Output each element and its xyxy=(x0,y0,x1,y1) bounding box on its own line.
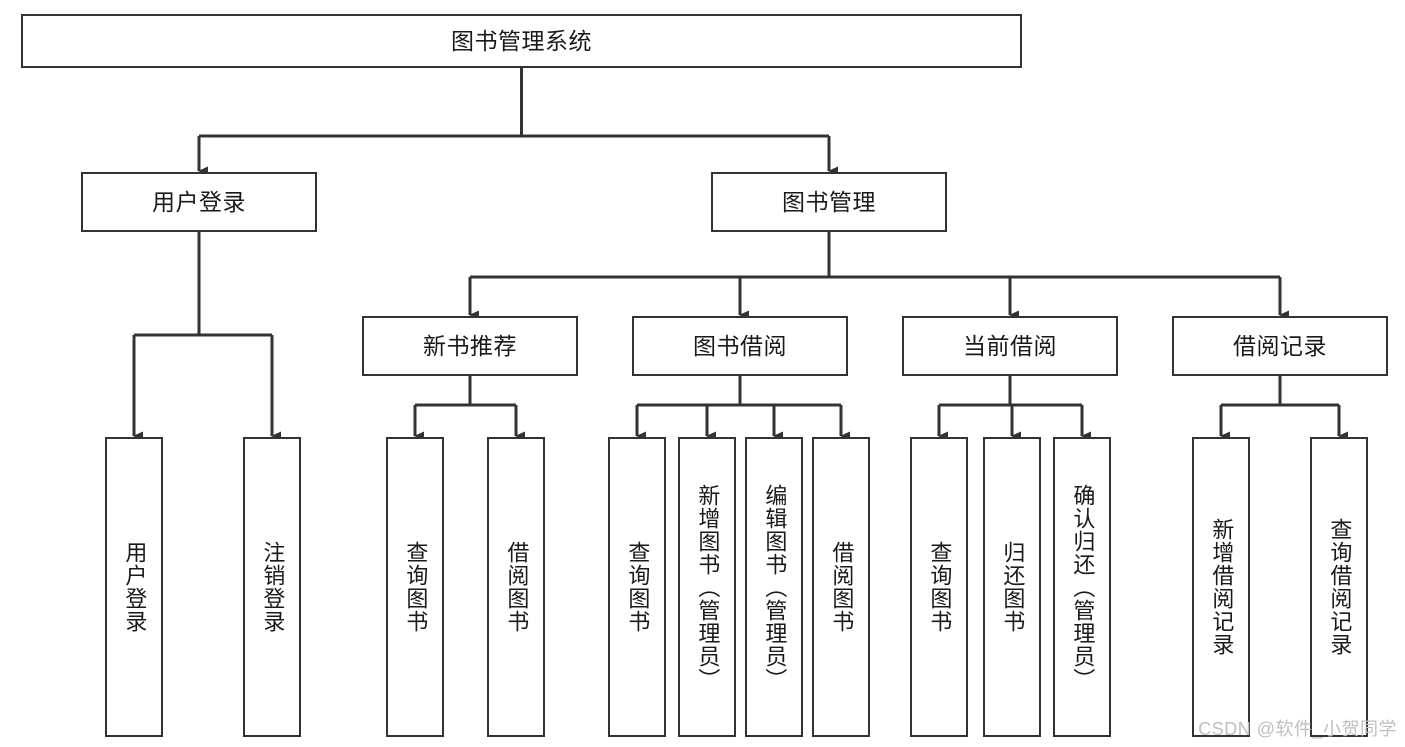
node-book-management-label: 图书管理 xyxy=(782,188,876,215)
leaf-edit-book-admin-label: 编辑图书（管理员） xyxy=(762,483,788,691)
leaf-query-book-current[interactable]: 查询图书 xyxy=(910,437,968,737)
node-borrow-record-label: 借阅记录 xyxy=(1233,332,1327,359)
leaf-query-book-current-label: 查询图书 xyxy=(927,541,953,633)
node-book-borrow[interactable]: 图书借阅 xyxy=(632,316,848,376)
leaf-user-login-label: 用户登录 xyxy=(122,541,148,633)
node-current-borrow[interactable]: 当前借阅 xyxy=(902,316,1118,376)
leaf-return-book[interactable]: 归还图书 xyxy=(983,437,1041,737)
leaf-query-book-borrow[interactable]: 查询图书 xyxy=(608,437,666,737)
node-book-borrow-label: 图书借阅 xyxy=(693,332,787,359)
leaf-return-book-label: 归还图书 xyxy=(1000,541,1026,633)
node-new-book-recommend-label: 新书推荐 xyxy=(423,332,517,359)
leaf-add-book-admin[interactable]: 新增图书（管理员） xyxy=(678,437,736,737)
leaf-borrow-book-label: 借阅图书 xyxy=(829,541,855,633)
node-current-borrow-label: 当前借阅 xyxy=(963,332,1057,359)
node-user-login-label: 用户登录 xyxy=(152,188,246,215)
leaf-query-book-recommend-label: 查询图书 xyxy=(403,541,429,633)
node-root[interactable]: 图书管理系统 xyxy=(21,14,1022,68)
leaf-add-borrow-record-label: 新增借阅记录 xyxy=(1209,518,1235,656)
leaf-query-borrow-record-label: 查询借阅记录 xyxy=(1327,518,1353,656)
leaf-edit-book-admin[interactable]: 编辑图书（管理员） xyxy=(745,437,803,737)
leaf-user-logout-label: 注销登录 xyxy=(260,541,286,633)
node-book-management[interactable]: 图书管理 xyxy=(711,172,947,232)
leaf-query-book-borrow-label: 查询图书 xyxy=(625,541,651,633)
leaf-query-book-recommend[interactable]: 查询图书 xyxy=(386,437,444,737)
leaf-borrow-book[interactable]: 借阅图书 xyxy=(812,437,870,737)
leaf-add-book-admin-label: 新增图书（管理员） xyxy=(695,483,721,691)
leaf-borrow-book-recommend[interactable]: 借阅图书 xyxy=(487,437,545,737)
node-root-label: 图书管理系统 xyxy=(451,27,592,54)
leaf-add-borrow-record[interactable]: 新增借阅记录 xyxy=(1192,437,1250,737)
leaf-user-login[interactable]: 用户登录 xyxy=(105,437,163,737)
leaf-borrow-book-recommend-label: 借阅图书 xyxy=(504,541,530,633)
leaf-confirm-return-admin-label: 确认归还（管理员） xyxy=(1070,483,1096,691)
leaf-query-borrow-record[interactable]: 查询借阅记录 xyxy=(1310,437,1368,737)
leaf-confirm-return-admin[interactable]: 确认归还（管理员） xyxy=(1053,437,1111,737)
leaf-user-logout[interactable]: 注销登录 xyxy=(243,437,301,737)
node-borrow-record[interactable]: 借阅记录 xyxy=(1172,316,1388,376)
node-new-book-recommend[interactable]: 新书推荐 xyxy=(362,316,578,376)
node-user-login[interactable]: 用户登录 xyxy=(81,172,317,232)
